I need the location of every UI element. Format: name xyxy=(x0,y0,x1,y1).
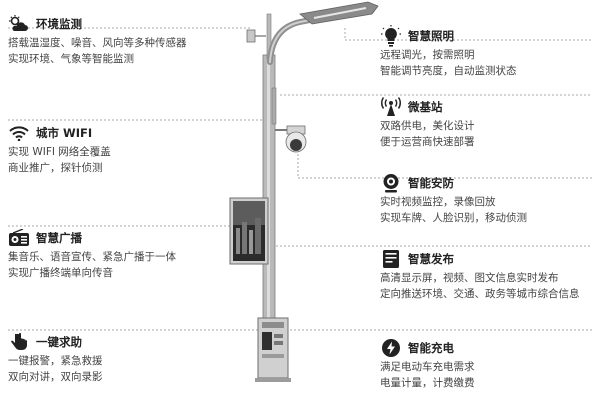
feature-publish: 智慧发布 高清显示屏，视频、图文信息实时发布 定向推送环境、交通、政务等城市综合… xyxy=(380,248,600,302)
feature-title: 智慧发布 xyxy=(408,252,454,266)
feature-line: 实现广播终端单向传音 xyxy=(8,267,113,279)
feature-line: 实现车牌、人脸识别，移动侦测 xyxy=(380,212,527,224)
feature-charging: 智能充电 满足电动车充电需求 电量计量，计费缴费 xyxy=(380,337,600,391)
feature-line: 智能调节亮度，自动监测状态 xyxy=(380,65,517,77)
feature-title: 智能安防 xyxy=(408,176,454,190)
feature-title: 微基站 xyxy=(408,100,443,114)
feature-basestation: 微基站 双路供电，美化设计 便于运营商快速部署 xyxy=(380,96,600,150)
feature-wifi: 城市 WIFI 实现 WIFI 网络全覆盖 商业推广，探针侦测 xyxy=(8,122,248,176)
feature-line: 一键报警，紧急救援 xyxy=(8,355,103,367)
feature-line: 高清显示屏，视频、图文信息实时发布 xyxy=(380,272,559,284)
feature-line: 实现环境、气象等智能监测 xyxy=(8,53,134,65)
feature-title: 智慧广播 xyxy=(36,231,82,245)
wifi-icon xyxy=(8,122,30,144)
feature-line: 远程调光，按需照明 xyxy=(380,49,475,61)
antenna-icon xyxy=(380,96,402,118)
feature-line: 双路供电，美化设计 xyxy=(380,120,475,132)
feature-title: 智能充电 xyxy=(408,341,454,355)
lightbulb-icon xyxy=(380,25,402,47)
feature-line: 满足电动车充电需求 xyxy=(380,361,475,373)
feature-line: 商业推广，探针侦测 xyxy=(8,162,103,174)
radio-icon xyxy=(8,227,30,249)
light-pole xyxy=(229,1,379,382)
feature-lighting: 智慧照明 远程调光，按需照明 智能调节亮度，自动监测状态 xyxy=(380,25,600,79)
feature-title: 环境监测 xyxy=(36,17,82,31)
feature-line: 集音乐、语音宣传、紧急广播于一体 xyxy=(8,251,176,263)
feature-line: 便于运营商快速部署 xyxy=(380,136,475,148)
feature-title: 城市 WIFI xyxy=(36,126,93,140)
feature-line: 实现 WIFI 网络全覆盖 xyxy=(8,146,111,158)
feature-line: 电量计量，计费缴费 xyxy=(380,377,475,389)
display-icon xyxy=(380,248,402,270)
feature-title: 一键求助 xyxy=(36,335,82,349)
feature-line: 实时视频监控，录像回放 xyxy=(380,196,496,208)
hand-press-icon xyxy=(8,331,30,353)
connector-lines xyxy=(8,27,592,331)
feature-line: 搭载温湿度、噪音、风向等多种传感器 xyxy=(8,37,187,49)
feature-broadcast: 智慧广播 集音乐、语音宣传、紧急广播于一体 实现广播终端单向传音 xyxy=(8,227,248,281)
camera-icon xyxy=(380,172,402,194)
feature-sos: 一键求助 一键报警，紧急救援 双向对讲，双向录影 xyxy=(8,331,248,385)
feature-security: 智能安防 实时视频监控，录像回放 实现车牌、人脸识别，移动侦测 xyxy=(380,172,600,226)
feature-line: 双向对讲，双向录影 xyxy=(8,371,103,383)
cloud-sun-icon xyxy=(8,13,30,35)
feature-line: 定向推送环境、交通、政务等城市综合信息 xyxy=(380,288,580,300)
feature-env: 环境监测 搭载温湿度、噪音、风向等多种传感器 实现环境、气象等智能监测 xyxy=(8,13,248,67)
charger-icon xyxy=(380,337,402,359)
feature-title: 智慧照明 xyxy=(408,29,454,43)
